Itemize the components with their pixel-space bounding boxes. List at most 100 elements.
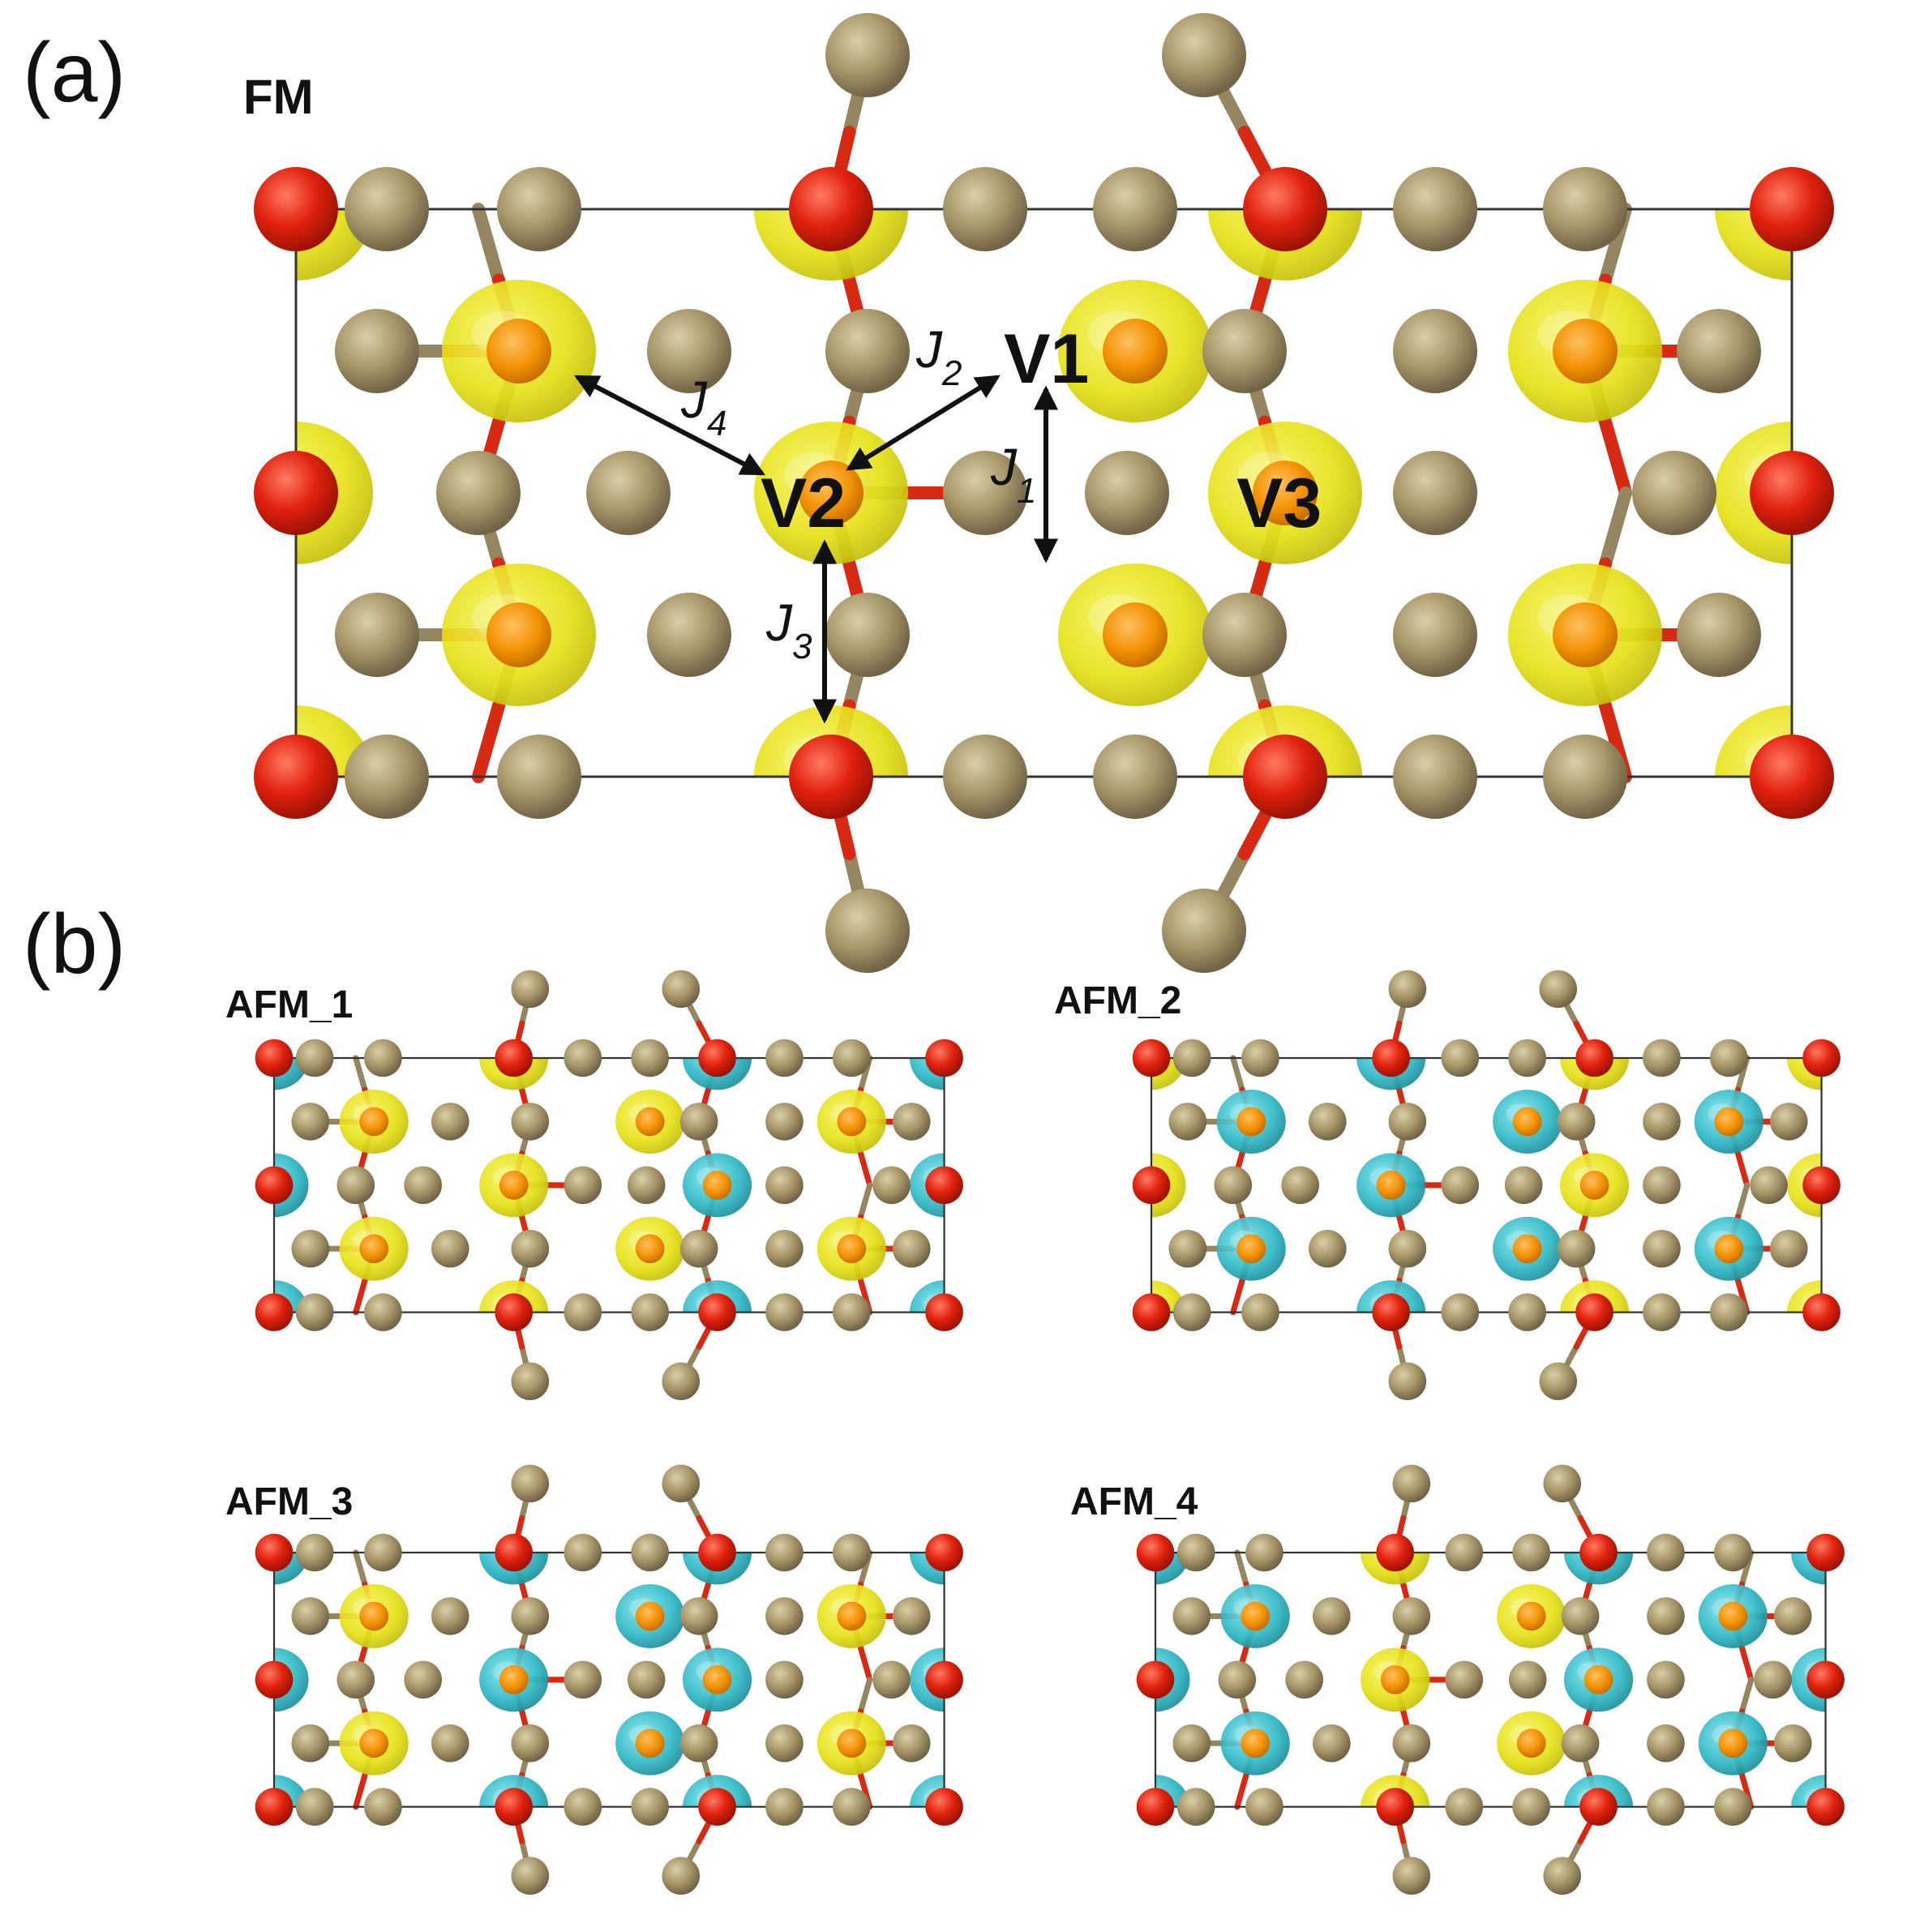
- se-atom: [1714, 1788, 1752, 1826]
- se-atom: [436, 451, 521, 535]
- o-atom: [925, 1660, 963, 1699]
- se-atom: [404, 1166, 442, 1205]
- o-atom: [925, 1533, 963, 1572]
- site-label-v3: V3: [1236, 465, 1322, 542]
- se-atom: [1393, 309, 1477, 393]
- se-atom: [511, 1229, 550, 1268]
- se-atom: [679, 1597, 718, 1635]
- se-atom: [1445, 1533, 1484, 1572]
- o-atom: [789, 167, 873, 251]
- se-atom: [291, 1103, 330, 1141]
- se-atom: [1643, 1166, 1681, 1205]
- v-atom: [499, 1664, 529, 1694]
- se-atom: [872, 1660, 911, 1699]
- o-atom: [1806, 1660, 1845, 1699]
- v-atom: [837, 1729, 867, 1759]
- se-atom: [833, 1788, 871, 1826]
- se-atom: [631, 1293, 669, 1331]
- se-atom: [511, 1362, 550, 1401]
- se-atom: [833, 1293, 871, 1331]
- se-atom: [1168, 1229, 1207, 1268]
- o-atom: [495, 1788, 533, 1826]
- fm-structure: [254, 13, 1834, 973]
- se-atom: [647, 593, 731, 677]
- se-atom: [1202, 593, 1287, 677]
- o-atom: [1136, 1788, 1175, 1826]
- se-atom: [1647, 1597, 1685, 1635]
- se-atom: [564, 1039, 602, 1077]
- v-atom: [702, 1170, 732, 1200]
- site-labels: V1 V2 V3: [761, 320, 1322, 542]
- bond: [1230, 1055, 1245, 1093]
- o-atom: [1132, 1293, 1171, 1331]
- se-atom: [662, 970, 701, 1009]
- se-atom: [291, 1724, 330, 1763]
- se-atom: [1392, 1724, 1431, 1763]
- se-atom: [627, 1660, 666, 1699]
- j4-arrow: [574, 375, 765, 476]
- se-atom: [647, 309, 731, 393]
- se-atom: [631, 1039, 669, 1077]
- se-atom: [1393, 593, 1477, 677]
- se-atom: [1245, 1788, 1283, 1826]
- bond: [1599, 486, 1632, 571]
- v-atom: [499, 1170, 529, 1200]
- se-atom: [1308, 1229, 1347, 1268]
- o-atom: [1132, 1039, 1171, 1077]
- j2-arrow: [846, 375, 1001, 471]
- se-atom: [1754, 1660, 1792, 1699]
- afm4-config-label: AFM_4: [1070, 1480, 1198, 1523]
- se-atom: [336, 1166, 375, 1205]
- se-atom: [1512, 1788, 1550, 1826]
- o-atom: [495, 1293, 533, 1331]
- afm3-structure: [255, 1464, 963, 1896]
- panel-a-label: (a): [23, 26, 126, 120]
- se-atom: [765, 1597, 804, 1635]
- afm1-structure: [255, 970, 963, 1401]
- v-atom: [837, 1107, 867, 1137]
- se-atom: [511, 1103, 550, 1141]
- se-atom: [765, 1103, 804, 1141]
- se-atom: [1539, 970, 1578, 1009]
- v-atom: [1103, 602, 1168, 667]
- se-atom: [1388, 1229, 1427, 1268]
- v-atom: [1583, 1664, 1613, 1694]
- se-atom: [662, 1464, 701, 1503]
- se-atom: [1172, 1724, 1211, 1763]
- v-atom: [1714, 1107, 1744, 1137]
- se-atom: [765, 1660, 804, 1699]
- se-atom: [364, 1039, 402, 1077]
- se-atom: [765, 1166, 804, 1205]
- o-atom: [1376, 1533, 1414, 1572]
- se-atom: [345, 735, 429, 819]
- v-atom: [1553, 319, 1618, 383]
- se-atom: [1512, 1533, 1550, 1572]
- exchange-arrows: [574, 375, 1058, 724]
- se-atom: [1085, 451, 1169, 535]
- se-atom: [1647, 1660, 1685, 1699]
- se-atom: [1172, 1293, 1211, 1331]
- se-atom: [1445, 1660, 1484, 1699]
- se-atom: [564, 1533, 602, 1572]
- se-atom: [1710, 1039, 1748, 1077]
- se-atom: [1392, 1857, 1431, 1896]
- v-atom: [1380, 1664, 1410, 1694]
- se-atom: [1769, 1229, 1808, 1268]
- se-atom: [1393, 451, 1477, 535]
- v-atom: [1253, 461, 1318, 525]
- se-atom: [1677, 593, 1761, 677]
- se-atom: [1388, 970, 1427, 1009]
- se-atom: [564, 1660, 602, 1699]
- exchange-labels: J1 J2 J3 J4: [680, 320, 1036, 666]
- se-atom: [1172, 1039, 1211, 1077]
- o-atom: [495, 1533, 533, 1572]
- se-atom: [345, 167, 429, 251]
- se-atom: [586, 451, 671, 535]
- o-atom: [1806, 1788, 1845, 1826]
- v-atom: [635, 1601, 665, 1631]
- se-atom: [1312, 1724, 1351, 1763]
- v-atom: [359, 1107, 389, 1137]
- bond: [1230, 1277, 1245, 1316]
- o-atom: [925, 1293, 963, 1331]
- se-atom: [1393, 167, 1477, 251]
